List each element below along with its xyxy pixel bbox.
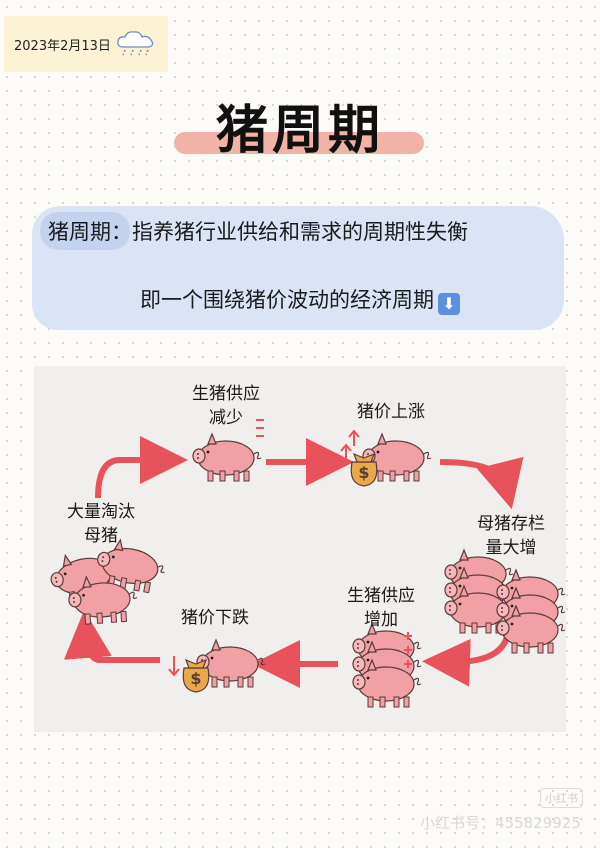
definition-text: 指养猪行业供给和需求的周期性失衡 [132, 220, 468, 244]
money-symbol: $ [190, 669, 201, 688]
arrow-price-down-to-cull [63, 610, 160, 663]
plus-marks-icon [404, 632, 412, 668]
money-symbol: $ [358, 463, 369, 482]
page-title: 猪周期 [215, 101, 384, 161]
arrow-cull-to-supply-down [95, 436, 188, 499]
definition-line-1: 猪周期：指养猪行业供给和需求的周期性失衡 [48, 216, 568, 246]
stage-label-price-fall: 猪价下跌 [181, 608, 249, 628]
stage-label-supply-increase: 生猪供应增加 [347, 586, 415, 630]
title-block: 猪周期 [170, 86, 430, 166]
stage-label-supply-decrease: 生猪供应减少 [192, 384, 260, 428]
stage-label-cull-sows: 大量淘汰母猪 [67, 502, 135, 546]
down-arrow-icon: ⬇ [438, 293, 460, 315]
date-note: 2023年2月13日 [4, 16, 168, 72]
stage-label-price-rise: 猪价上涨 [357, 402, 425, 422]
definition-line-2-text: 即一个围绕猪价波动的经济周期 [140, 288, 434, 312]
date-text: 2023年2月13日 [14, 38, 111, 54]
watermark-text: 小红书号：455829925 [420, 814, 581, 832]
definition-term: 猪周期： [48, 220, 132, 244]
up-arrow-icon [340, 429, 360, 464]
down-arrow-icon [168, 656, 180, 677]
rain-cloud-icon [117, 31, 154, 56]
stage-label-sow-increase: 母猪存栏量大增 [477, 514, 545, 558]
arrow-sow-increase-to-supply-up [422, 629, 511, 687]
definition-term-highlight [40, 212, 130, 250]
decrease-marks-icon [256, 419, 264, 437]
title-highlight [174, 132, 424, 154]
watermark-logo: 小红书 [540, 788, 583, 808]
arrow-price-up-to-sow-increase [439, 456, 524, 510]
definition-line-2: 即一个围绕猪价波动的经济周期⬇ [0, 284, 600, 315]
pig-icon [192, 433, 262, 482]
